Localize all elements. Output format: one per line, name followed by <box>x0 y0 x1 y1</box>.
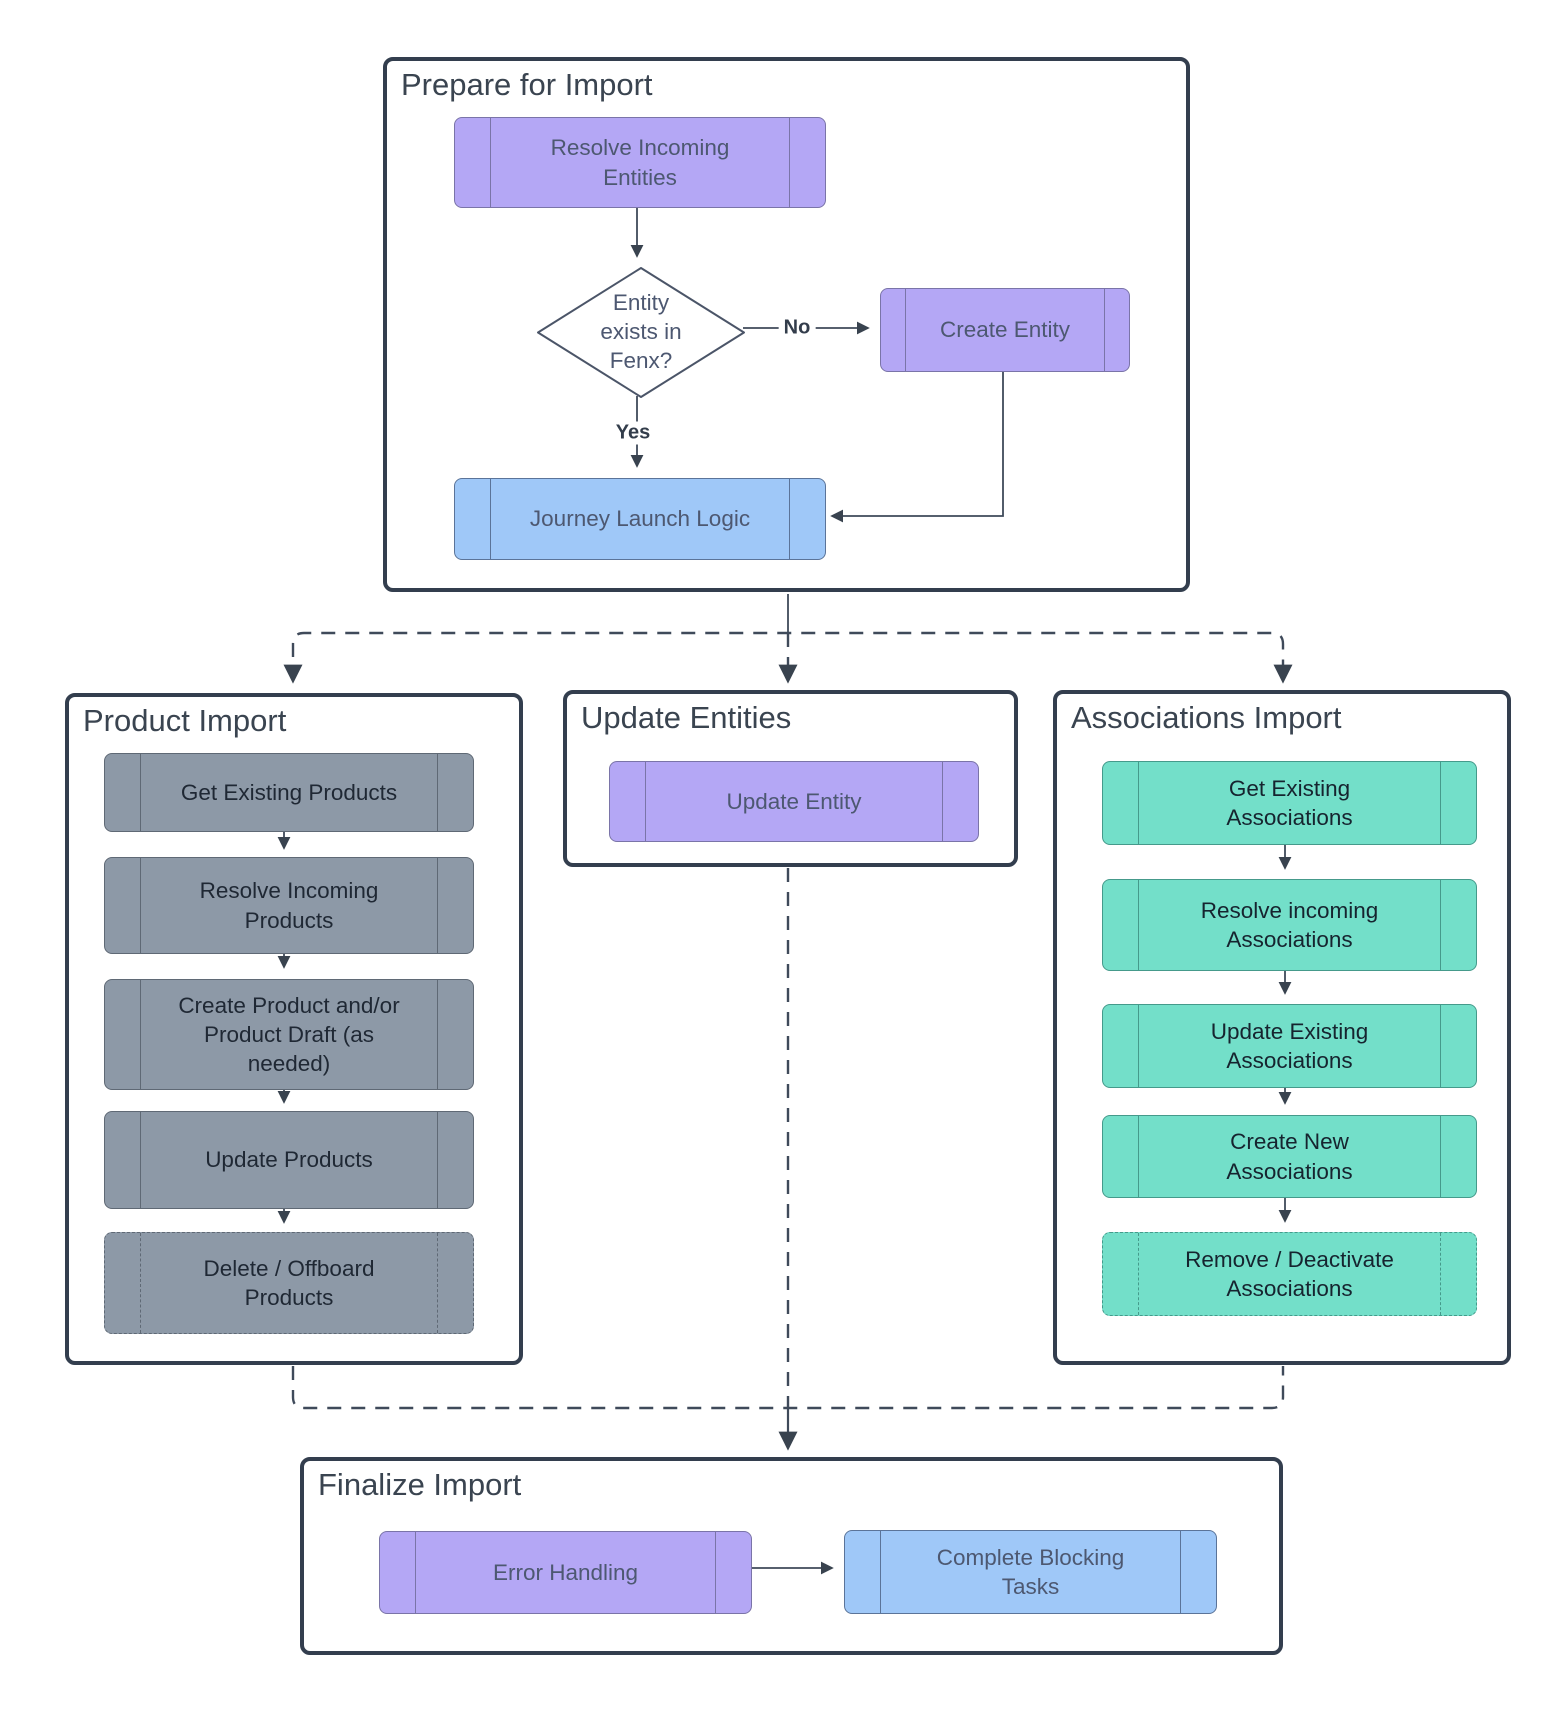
node-create-new-associations: Create New Associations <box>1102 1115 1477 1198</box>
edge-label-no: No <box>778 316 816 340</box>
node-label: Journey Launch Logic <box>529 506 751 532</box>
node-complete-blocking-tasks: Complete Blocking Tasks <box>844 1530 1217 1614</box>
group-title-finalize-import: Finalize Import <box>318 1467 522 1502</box>
node-update-entity: Update Entity <box>609 761 979 842</box>
node-label: Resolve Incoming Products <box>199 878 379 933</box>
node-update-products: Update Products <box>104 1111 474 1209</box>
node-label: Resolve incoming Associations <box>1200 897 1379 952</box>
node-error-handling: Error Handling <box>379 1531 752 1614</box>
decision-entity-exists-in-fenx: Entity exists in Fenx? <box>536 266 746 399</box>
edge-label-yes: Yes <box>610 421 656 445</box>
group-title-update-entities: Update Entities <box>581 700 792 735</box>
decision-diamond-shape <box>537 267 745 398</box>
node-resolve-incoming-associations: Resolve incoming Associations <box>1102 879 1477 971</box>
group-update-entities: Update Entities Update Entity <box>563 690 1018 867</box>
node-label: Create Entity <box>939 317 1071 343</box>
group-title-product-import: Product Import <box>83 703 287 738</box>
node-journey-launch-logic: Journey Launch Logic <box>454 478 826 560</box>
node-label: Update Entity <box>726 788 862 814</box>
node-get-existing-associations: Get Existing Associations <box>1102 761 1477 845</box>
node-update-existing-associations: Update Existing Associations <box>1102 1004 1477 1088</box>
node-label: Update Existing Associations <box>1210 1018 1369 1073</box>
node-create-product-draft: Create Product and/or Product Draft (as … <box>104 979 474 1090</box>
node-label: Update Products <box>205 1147 373 1173</box>
group-title-associations-import: Associations Import <box>1071 700 1342 735</box>
group-prepare-for-import: Prepare for Import Resolve Incoming Enti… <box>383 57 1190 592</box>
node-resolve-incoming-products: Resolve Incoming Products <box>104 857 474 954</box>
node-resolve-incoming-entities: Resolve Incoming Entities <box>454 117 826 208</box>
node-label: Resolve Incoming Entities <box>550 135 730 190</box>
node-label: Remove / Deactivate Associations <box>1185 1246 1394 1301</box>
node-delete-offboard-products: Delete / Offboard Products <box>104 1232 474 1334</box>
node-get-existing-products: Get Existing Products <box>104 753 474 832</box>
node-create-entity: Create Entity <box>880 288 1130 372</box>
group-product-import: Product Import Get Existing Products Res… <box>65 693 523 1365</box>
node-label: Create New Associations <box>1226 1129 1353 1184</box>
node-label: Create Product and/or Product Draft (as … <box>178 992 400 1077</box>
node-remove-deactivate-associations: Remove / Deactivate Associations <box>1102 1232 1477 1316</box>
node-label: Get Existing Products <box>180 779 398 805</box>
edge-collect-bottom <box>291 1366 1285 1410</box>
decision-label: Entity exists in Fenx? <box>600 290 682 373</box>
node-label: Complete Blocking Tasks <box>936 1544 1125 1599</box>
edge-distribute-top <box>283 631 1293 684</box>
group-finalize-import: Finalize Import Error Handling Complete … <box>300 1457 1283 1655</box>
node-label: Error Handling <box>492 1559 639 1585</box>
group-associations-import: Associations Import Get Existing Associa… <box>1053 690 1511 1365</box>
node-label: Delete / Offboard Products <box>203 1255 375 1310</box>
node-label: Get Existing Associations <box>1226 775 1353 830</box>
group-title-prepare: Prepare for Import <box>401 67 653 102</box>
